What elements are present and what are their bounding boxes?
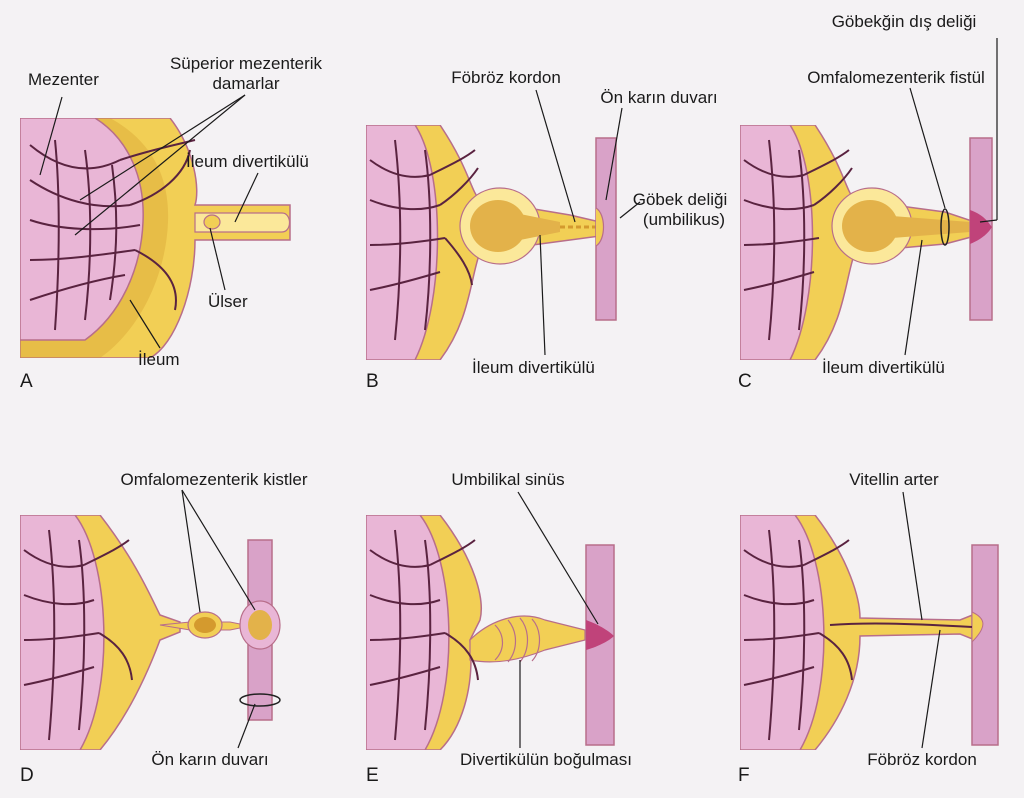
panel-e-drawing [366, 515, 615, 750]
label-b-umbilicus-line1: Göbek deliği [632, 190, 728, 209]
panel-b-drawing [366, 125, 617, 360]
label-b-abdominal-wall: Ön karın duvarı [600, 88, 718, 107]
panel-letter-e: E [366, 765, 379, 786]
label-b-diverticulum: İleum divertikülü [472, 358, 595, 377]
label-d-cysts: Omfalomezenterik kistler [120, 470, 308, 489]
panel-letter-f: F [738, 765, 750, 786]
label-f-fibrous-cord: Föbröz kordon [867, 750, 977, 769]
label-b-umbilicus-line2: (umbilikus) [642, 210, 726, 229]
label-e-strangulation: Divertikülün boğulması [460, 750, 632, 769]
leader-lines [39, 38, 998, 749]
label-c-fistula: Omfalomezenterik fistül [807, 68, 985, 87]
label-f-vitelline-artery: Vitellin arter [849, 470, 939, 489]
label-d-abdominal-wall: Ön karın duvarı [151, 750, 269, 769]
label-a-diverticulum: İleum divertikülü [186, 152, 309, 171]
panel-f-drawing [740, 515, 999, 750]
label-a-vessels-line2: damarlar [212, 74, 280, 93]
label-c-diverticulum: İleum divertikülü [822, 358, 945, 377]
label-a-vessels-line1: Süperior mezenterik [169, 54, 323, 73]
panel-letter-b: B [366, 371, 379, 392]
label-e-sinus: Umbilikal sinüs [451, 470, 565, 489]
panel-letter-a: A [20, 371, 33, 392]
panel-d-drawing [20, 515, 281, 750]
panel-c-drawing [740, 125, 993, 360]
label-a-ileum: İleum [138, 350, 180, 369]
panel-a-drawing [20, 118, 291, 358]
label-c-outer-opening: Göbekğin dış deliği [831, 12, 977, 31]
panel-letter-c: C [738, 371, 752, 392]
label-a-ulcer: Ülser [208, 292, 248, 311]
label-b-fibrous-cord: Föbröz kordon [451, 68, 561, 87]
panel-letter-d: D [20, 765, 34, 786]
label-a-mezenter: Mezenter [28, 70, 99, 89]
